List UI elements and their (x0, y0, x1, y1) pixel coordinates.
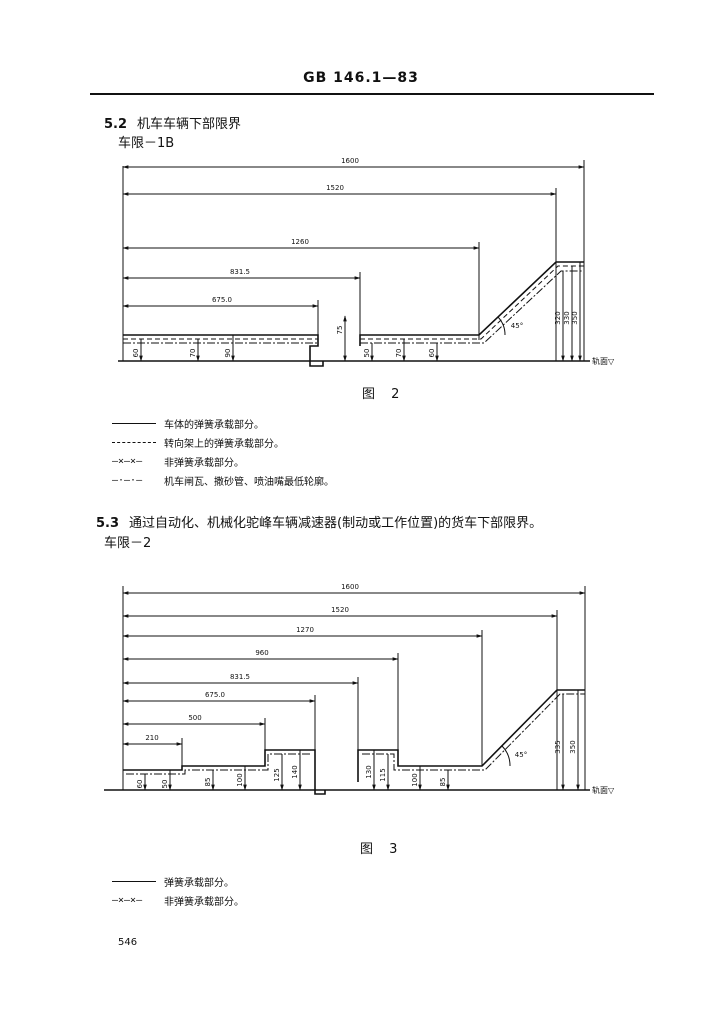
legend-figure-3: 弹簧承载部分。 —×—×—非弹簧承载部分。 (112, 872, 244, 910)
legend-item: —×—×—非弹簧承载部分。 (112, 456, 244, 469)
legend-item: —×—×—非弹簧承载部分。 (112, 895, 244, 908)
legend-item: —·—·—机车闸瓦、撒砂管、喷油嘴最低轮廓。 (112, 475, 334, 488)
figure-2-drawing: 1600 1520 1260 831.5 675.0 60 70 90 75 5… (118, 157, 615, 367)
dim-v60: 60 (136, 780, 144, 789)
dim-v85a: 85 (204, 778, 212, 787)
dim-v140: 140 (291, 765, 299, 778)
section-title: 机车车辆下部限界 (137, 117, 242, 132)
page-number: 546 (118, 937, 138, 948)
dim-1520: 1520 (326, 184, 344, 192)
dim-210: 210 (145, 734, 158, 742)
angle-label: 45° (515, 751, 527, 759)
dim-v350: 350 (571, 311, 579, 324)
dim-v75: 75 (336, 326, 344, 335)
dim-960: 960 (255, 649, 268, 657)
rail-label: 轨面▽ (592, 785, 615, 795)
section-5-2-heading: 5.2 机车车辆下部限界 (104, 113, 241, 132)
dashed-line-swatch (112, 442, 156, 443)
dim-831-5: 831.5 (230, 673, 250, 681)
dim-675: 675.0 (212, 296, 232, 304)
header-rule (90, 93, 654, 95)
dim-v350: 350 (569, 740, 577, 753)
dim-v90: 90 (224, 349, 232, 358)
dim-v60b: 60 (428, 349, 436, 358)
legend-item: 转向架上的弹簧承载部分。 (112, 433, 334, 452)
legend-figure-2: 车体的弹簧承载部分。 转向架上的弹簧承载部分。 —×—×—非弹簧承载部分。 —·… (112, 414, 334, 490)
dim-v50: 50 (363, 349, 371, 358)
legend-item: 弹簧承载部分。 (112, 872, 244, 891)
dim-v320: 320 (554, 311, 562, 324)
dim-1270: 1270 (296, 626, 314, 634)
dim-v60a: 60 (132, 349, 140, 358)
section-title: 通过自动化、机械化驼峰车辆减速器(制动或工作位置)的货车下部限界。 (129, 516, 543, 531)
dim-v70b: 70 (395, 349, 403, 358)
dim-1520: 1520 (331, 606, 349, 614)
dim-1260: 1260 (291, 238, 309, 246)
dim-v125: 125 (273, 768, 281, 781)
dim-v100b: 100 (411, 773, 419, 786)
dim-500: 500 (188, 714, 201, 722)
dim-675: 675.0 (205, 691, 225, 699)
section-number: 5.3 (96, 516, 120, 531)
dim-1600: 1600 (341, 157, 359, 165)
dim-v115: 115 (379, 768, 387, 781)
section-number: 5.2 (104, 117, 128, 132)
figure-2-caption: 图 2 (362, 387, 406, 402)
dim-v335: 335 (554, 740, 562, 753)
dim-1600: 1600 (341, 583, 359, 591)
figure-2: 1600 1520 1260 831.5 675.0 60 70 90 75 5… (0, 148, 722, 408)
section-5-3-subtitle: 车限－2 (104, 536, 152, 551)
dim-v50: 50 (161, 780, 169, 789)
dim-v85b: 85 (439, 778, 447, 787)
dim-831-5: 831.5 (230, 268, 250, 276)
figure-3-caption: 图 3 (360, 842, 404, 857)
section-5-2-subtitle: 车限－1B (118, 136, 175, 151)
angle-label: 45° (511, 322, 523, 330)
dim-v130: 130 (365, 765, 373, 778)
dim-v70a: 70 (189, 349, 197, 358)
solid-line-swatch (112, 423, 156, 424)
rail-label: 轨面▽ (592, 356, 615, 366)
legend-item: 车体的弹簧承载部分。 (112, 414, 334, 433)
section-5-3-heading: 5.3 通过自动化、机械化驼峰车辆减速器(制动或工作位置)的货车下部限界。 (96, 512, 542, 531)
dim-v330: 330 (563, 311, 571, 324)
page-header: GB 146.1—83 (303, 70, 419, 86)
dim-v100a: 100 (236, 773, 244, 786)
figure-3-drawing: 1600 1520 1270 960 831.5 675.0 500 210 6… (104, 583, 615, 795)
solid-line-swatch (112, 881, 156, 882)
figure-3: 1600 1520 1270 960 831.5 675.0 500 210 6… (0, 572, 722, 832)
